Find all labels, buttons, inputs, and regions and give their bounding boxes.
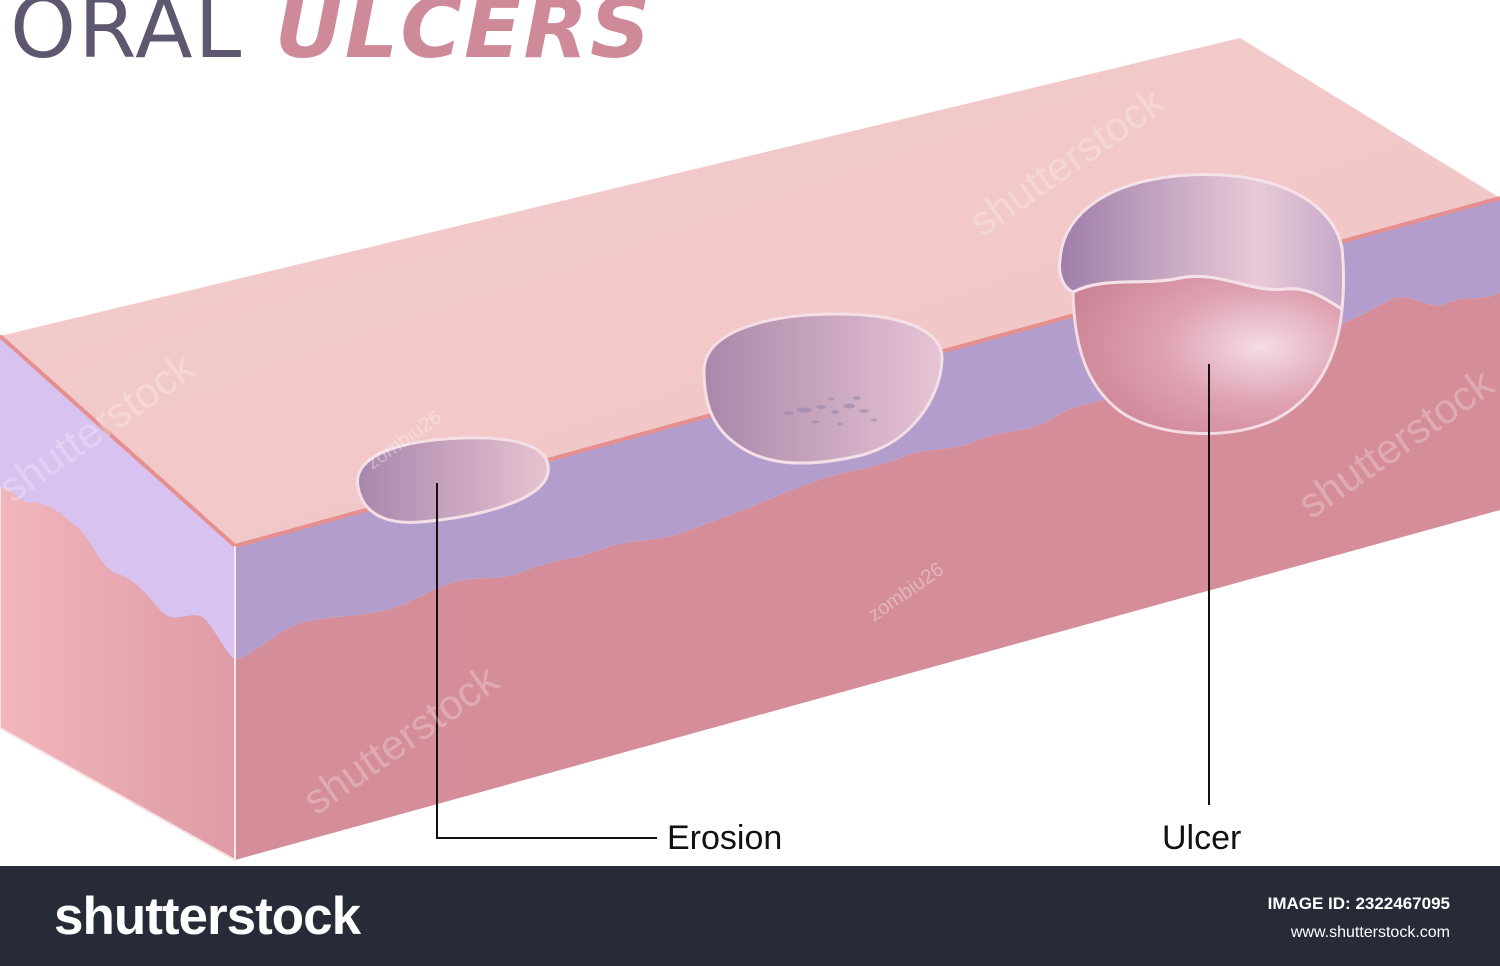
lesion-speckles <box>784 396 877 426</box>
erosion-depression <box>355 436 550 524</box>
image-id-label: IMAGE ID: 2322467095 <box>1267 894 1450 913</box>
erosion-label: Erosion <box>667 819 782 857</box>
title-ulcers: ULCERS <box>274 0 653 77</box>
erosion-lesion <box>355 436 550 524</box>
ulcer-lesion <box>1058 172 1345 435</box>
watermark-brand: shutterstock <box>964 661 1177 830</box>
tissue-diagram: Erosion Ulcer shutterstock shutterstock … <box>0 38 1500 862</box>
title-oral: ORAL <box>10 0 244 77</box>
front-connective-tissue <box>235 292 1500 860</box>
left-epithelium-layer <box>0 336 235 660</box>
stock-footer: shutterstock IMAGE ID: 2322467095 www.sh… <box>0 866 1500 966</box>
deep-erosion-depression <box>702 312 944 465</box>
erosion-pointer-line <box>436 483 657 839</box>
top-surface <box>0 38 1500 546</box>
callout-lines <box>436 364 1210 839</box>
footer-logo: shutterstock <box>54 887 361 946</box>
surface-edge-line-left <box>0 334 237 548</box>
footer-url: www.shutterstock.com <box>1290 924 1450 941</box>
ulcer-label: Ulcer <box>1162 819 1241 857</box>
ulcer-upper-wall <box>1058 172 1345 312</box>
deep-erosion-lesion <box>702 312 944 465</box>
page-title: ORAL ULCERS <box>10 0 653 70</box>
